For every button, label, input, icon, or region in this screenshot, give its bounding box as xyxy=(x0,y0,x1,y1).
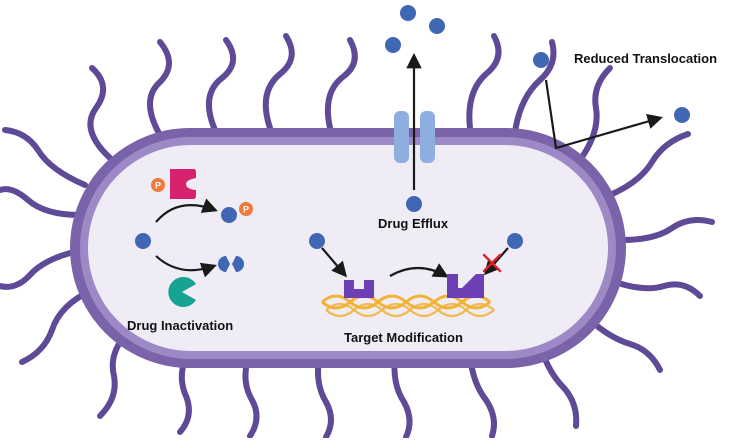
flagellum-icon xyxy=(205,37,236,133)
phosphate-icon xyxy=(151,178,165,192)
flagellum-icon xyxy=(0,247,85,290)
drug-molecule-icon xyxy=(309,233,325,249)
phosphates: P P xyxy=(151,178,253,216)
drug-molecule-icon xyxy=(674,107,690,123)
phosphorylation-arrow xyxy=(155,198,218,223)
flagellum-icon xyxy=(619,217,715,243)
flagellum-icon xyxy=(612,279,703,299)
modified-target-protein-icon xyxy=(447,274,484,298)
flagellum-icon xyxy=(466,33,502,131)
drug-inactivation-label: Drug Inactivation xyxy=(127,318,234,333)
cytoplasm xyxy=(88,145,608,351)
drug-molecule-icon xyxy=(400,5,416,21)
drug-molecule-icon xyxy=(429,18,445,34)
binding-arrow xyxy=(321,247,347,278)
flagellum-icon xyxy=(587,317,663,373)
hydrolase-enzyme-icon xyxy=(168,277,196,308)
drug-molecules xyxy=(135,5,690,249)
cleaved-drug-icon xyxy=(218,256,244,272)
flagellum-icon xyxy=(87,65,113,161)
flagellum-icon xyxy=(391,353,413,440)
drug-molecule-icon xyxy=(221,207,237,223)
flagellum-icon xyxy=(577,65,613,163)
target-protein-icon xyxy=(344,280,374,298)
reduced-translocation-arrow xyxy=(544,79,663,150)
phosphate-label: P xyxy=(243,205,249,215)
flagellum-icon xyxy=(2,127,88,188)
flagellum-icon xyxy=(315,352,334,440)
block-x-icon xyxy=(482,253,502,273)
arrows xyxy=(155,52,663,278)
flagellum-icon xyxy=(19,287,95,365)
flagellum-icon xyxy=(147,39,172,138)
dna-helix-icon xyxy=(321,294,495,318)
flagellum-icon xyxy=(607,131,691,198)
modification-arrow xyxy=(389,263,449,278)
flagellum-icon xyxy=(467,351,497,439)
hydrolysis-arrow xyxy=(155,255,217,278)
porin-channel-icon xyxy=(394,111,435,163)
flagellum-icon xyxy=(0,186,83,218)
kinase-enzyme-icon xyxy=(170,169,196,199)
flagellum-icon xyxy=(262,33,295,131)
reduced-translocation-label: Reduced Translocation xyxy=(574,51,718,66)
blocked-binding-arrow xyxy=(483,247,509,276)
flagellum-icon xyxy=(512,39,557,135)
drug-efflux-label: Drug Efflux xyxy=(378,216,449,231)
target-modification-label: Target Modification xyxy=(344,330,463,345)
phosphate-icon xyxy=(239,202,253,216)
phosphate-label: P xyxy=(155,181,161,191)
drug-molecule-icon xyxy=(385,37,401,53)
drug-molecule-icon xyxy=(406,196,422,212)
drug-molecule-icon xyxy=(507,233,523,249)
flagellum-icon xyxy=(324,37,358,131)
drug-molecule-icon xyxy=(135,233,151,249)
drug-molecule-icon xyxy=(533,52,549,68)
